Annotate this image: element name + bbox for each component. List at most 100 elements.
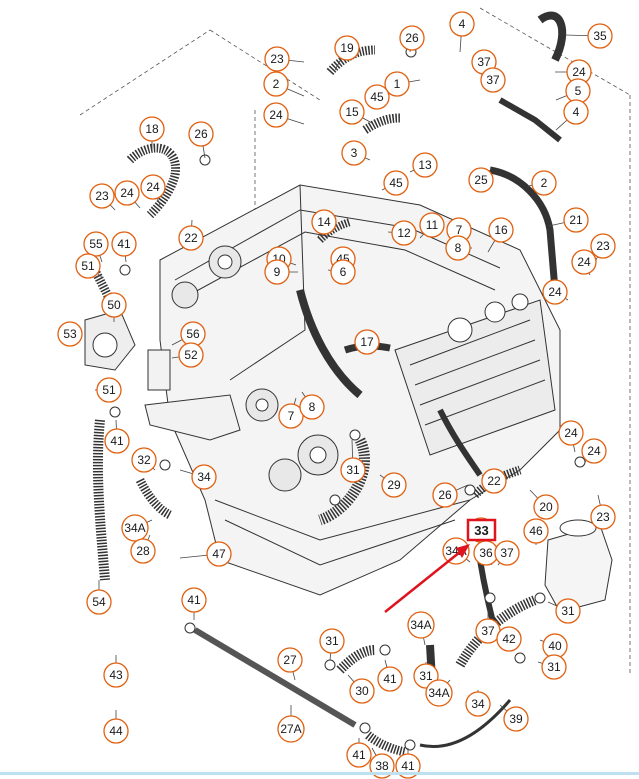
- callout-bubble-45[interactable]: 45: [364, 84, 390, 110]
- callout-bubble-12[interactable]: 12: [391, 220, 417, 246]
- callout-bubble-27[interactable]: 27: [277, 647, 303, 673]
- callout-bubble-54[interactable]: 54: [86, 589, 112, 615]
- callout-bubble-24[interactable]: 24: [542, 279, 568, 305]
- callout-bubble-31[interactable]: 31: [319, 628, 345, 654]
- callout-label: 38: [375, 759, 389, 773]
- callout-bubble-3[interactable]: 3: [341, 140, 367, 166]
- callout-bubble-27a[interactable]: 27A: [277, 715, 305, 743]
- callout-bubble-28[interactable]: 28: [130, 538, 156, 564]
- callout-bubble-26[interactable]: 26: [399, 25, 425, 51]
- callout-bubble-56[interactable]: 56: [180, 321, 206, 347]
- callout-bubble-32[interactable]: 32: [131, 447, 157, 473]
- callout-bubble-31[interactable]: 31: [555, 598, 581, 624]
- callout-bubble-53[interactable]: 53: [57, 321, 83, 347]
- callout-bubble-24[interactable]: 24: [581, 438, 607, 464]
- callout-bubble-36[interactable]: 36: [473, 540, 499, 566]
- callout-bubble-2[interactable]: 2: [531, 170, 557, 196]
- callout-bubble-24[interactable]: 24: [263, 102, 289, 128]
- callout-bubble-17[interactable]: 17: [354, 329, 380, 355]
- callout-bubble-34a[interactable]: 34A: [425, 679, 453, 707]
- callout-bubble-41[interactable]: 41: [346, 742, 372, 768]
- callout-bubble-14[interactable]: 14: [311, 209, 337, 235]
- callout-bubble-26[interactable]: 26: [432, 482, 458, 508]
- callout-bubble-19[interactable]: 19: [334, 35, 360, 61]
- callout-bubble-41[interactable]: 41: [111, 231, 137, 257]
- callout-bubble-23[interactable]: 23: [590, 504, 616, 530]
- callout-bubble-30[interactable]: 30: [349, 678, 375, 704]
- callout-bubble-34[interactable]: 34: [191, 464, 217, 490]
- callout-bubble-26[interactable]: 26: [188, 121, 214, 147]
- callout-circle: [339, 99, 365, 125]
- callout-bubble-41[interactable]: 41: [181, 587, 207, 613]
- callout-bubble-23[interactable]: 23: [590, 233, 616, 259]
- callout-bubble-22[interactable]: 22: [178, 225, 204, 251]
- callout-circle: [581, 438, 607, 464]
- callout-bubble-24[interactable]: 24: [566, 59, 592, 85]
- callout-circle: [558, 420, 584, 446]
- callout-bubble-11[interactable]: 11: [419, 212, 445, 238]
- callout-bubble-1[interactable]: 1: [384, 71, 410, 97]
- callout-circle: [299, 394, 325, 420]
- callout-bubble-6[interactable]: 6: [330, 259, 356, 285]
- callout-circle: [103, 718, 129, 744]
- callout-bubble-44[interactable]: 44: [103, 718, 129, 744]
- callout-bubble-31[interactable]: 31: [340, 457, 366, 483]
- callout-bubble-35[interactable]: 35: [587, 23, 613, 49]
- callout-bubble-51[interactable]: 51: [96, 377, 122, 403]
- callout-bubble-52[interactable]: 52: [178, 342, 204, 368]
- callout-bubble-15[interactable]: 15: [339, 99, 365, 125]
- callout-bubble-55[interactable]: 55: [83, 231, 109, 257]
- callout-bubble-34a[interactable]: 34A: [121, 514, 149, 542]
- callout-circle: [412, 152, 438, 178]
- callout-bubble-50[interactable]: 50: [101, 292, 127, 318]
- callout-bubble-39[interactable]: 39: [503, 706, 529, 732]
- callout-bubble-41[interactable]: 41: [104, 428, 130, 454]
- callout-label: 7: [456, 223, 463, 237]
- callout-bubble-37[interactable]: 37: [480, 67, 506, 93]
- callout-circle: [587, 23, 613, 49]
- callout-bubble-45[interactable]: 45: [383, 170, 409, 196]
- highlighted-callout-label: 33: [474, 523, 488, 538]
- callout-bubble-23[interactable]: 23: [89, 183, 115, 209]
- callout-label: 24: [587, 444, 601, 458]
- callout-bubble-37[interactable]: 37: [494, 540, 520, 566]
- callout-label: 24: [120, 186, 134, 200]
- callout-bubble-24[interactable]: 24: [571, 249, 597, 275]
- callout-label: 24: [146, 180, 160, 194]
- callout-bubble-21[interactable]: 21: [563, 207, 589, 233]
- callout-circle: [277, 647, 303, 673]
- callout-bubble-31[interactable]: 31: [541, 654, 567, 680]
- callout-bubble-16[interactable]: 16: [488, 217, 514, 243]
- callout-bubble-4[interactable]: 4: [449, 11, 475, 37]
- callout-bubble-25[interactable]: 25: [468, 167, 494, 193]
- callout-bubble-2[interactable]: 2: [263, 71, 289, 97]
- callout-bubble-20[interactable]: 20: [533, 494, 559, 520]
- callout-bubble-34a[interactable]: 34A: [407, 611, 435, 639]
- callout-bubble-22[interactable]: 22: [481, 468, 507, 494]
- callout-bubble-41[interactable]: 41: [377, 666, 403, 692]
- callout-bubble-7[interactable]: 7: [278, 403, 304, 429]
- callout-bubble-4[interactable]: 4: [563, 99, 589, 125]
- highlighted-callout[interactable]: 33: [466, 518, 497, 542]
- callout-bubble-43[interactable]: 43: [103, 662, 129, 688]
- callout-bubble-9[interactable]: 9: [264, 259, 290, 285]
- callout-bubble-29[interactable]: 29: [381, 472, 407, 498]
- callout-bubble-24[interactable]: 24: [558, 420, 584, 446]
- callout-bubble-13[interactable]: 13: [412, 152, 438, 178]
- callout-label: 37: [486, 73, 500, 87]
- callout-bubble-24[interactable]: 24: [140, 174, 166, 200]
- callout-circle: [264, 46, 290, 72]
- callout-circle: [86, 589, 112, 615]
- callout-bubble-24[interactable]: 24: [114, 180, 140, 206]
- callout-bubble-47[interactable]: 47: [206, 541, 232, 567]
- callout-bubble-5[interactable]: 5: [565, 78, 591, 104]
- callout-bubble-42[interactable]: 42: [496, 626, 522, 652]
- callout-bubble-51[interactable]: 51: [75, 253, 101, 279]
- callout-bubble-8[interactable]: 8: [299, 394, 325, 420]
- callout-bubble-8[interactable]: 8: [445, 235, 471, 261]
- callout-bubble-46[interactable]: 46: [523, 518, 549, 544]
- callout-bubble-23[interactable]: 23: [264, 46, 290, 72]
- callout-circle: [541, 654, 567, 680]
- callout-bubble-34[interactable]: 34: [465, 691, 491, 717]
- callout-bubble-18[interactable]: 18: [139, 116, 165, 142]
